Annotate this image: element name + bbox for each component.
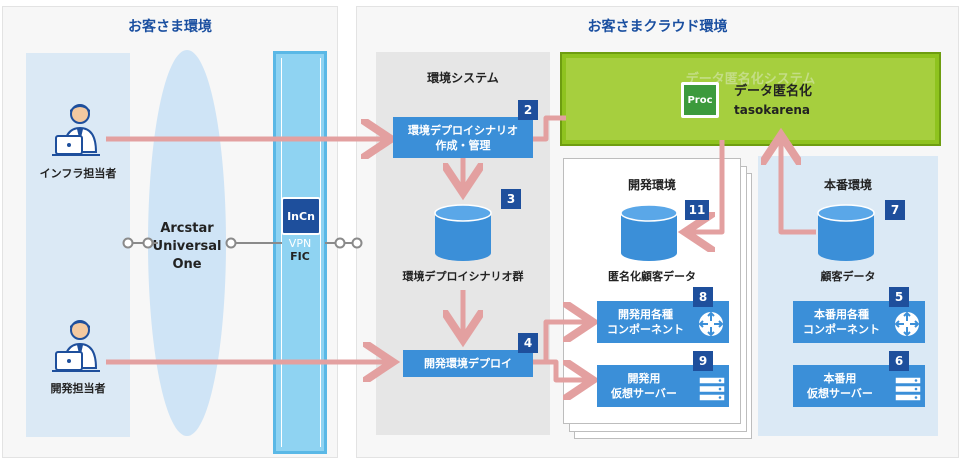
arrow-deploy-to-servers: [533, 359, 588, 380]
scenario-db-label: 環境デプロイシナリオ群: [402, 270, 524, 283]
prod-server-icon: [894, 376, 922, 402]
dev-servers-label: 開発用 仮想サーバー: [611, 372, 677, 400]
anon-db-label: 匿名化顧客データ: [608, 270, 696, 283]
fic-icon-text: InCn: [287, 209, 315, 223]
proc-icon: Proc: [681, 82, 719, 118]
network-node-2: [142, 237, 154, 249]
anon-name-label: データ匿名化: [734, 84, 813, 99]
anon-system-inner: [566, 58, 935, 140]
onprem-title: お客さま環境: [128, 19, 212, 35]
arrow-anon-to-anondb: [690, 140, 725, 232]
prod-components-label: 本番用各種 コンポーネント: [803, 308, 880, 336]
deploy-box: 開発環境デプロイ: [403, 350, 533, 377]
badge-3: 3: [501, 189, 521, 209]
network-node-4: [334, 237, 346, 249]
network-node-3: [225, 237, 237, 249]
dev-router-icon: [696, 309, 726, 339]
fic-label: FIC: [290, 250, 310, 263]
prod-servers-label: 本番用 仮想サーバー: [807, 372, 873, 400]
dev-person-icon: [50, 318, 106, 374]
arcstar-label: Arcstar Universal One: [152, 221, 222, 272]
dev-env-title: 開発環境: [627, 178, 676, 192]
create-scenario-box: 環境デプロイシナリオ 作成・管理: [393, 117, 533, 158]
anon-product-label: tasokarena: [734, 103, 810, 117]
arrow-deploy-to-components: [533, 322, 588, 365]
anon-db-icon: [619, 203, 679, 263]
dev-person-label: 開発担当者: [50, 382, 106, 395]
scenario-db-icon: [433, 203, 493, 263]
customer-db-label: 顧客データ: [820, 270, 876, 283]
cloud-title: お客さまクラウド環境: [587, 19, 728, 35]
network-node-1: [122, 237, 134, 249]
arrow-create-to-anon: [533, 115, 566, 142]
proc-icon-text: Proc: [687, 94, 713, 106]
infra-person-label: インフラ担当者: [39, 167, 117, 180]
dev-components-label: 開発用各種 コンポーネント: [607, 308, 684, 336]
badge-5: 5: [889, 287, 909, 307]
fic-icon: InCn: [281, 197, 321, 235]
prod-router-icon: [892, 309, 922, 339]
fic-inner-lines: [281, 58, 321, 447]
badge-9: 9: [693, 351, 713, 371]
badge-2: 2: [518, 100, 538, 120]
infra-person-icon: [50, 102, 106, 158]
network-node-5: [351, 237, 363, 249]
arcstar-ellipse: [148, 50, 226, 436]
badge-11: 11: [685, 200, 709, 220]
badge-8: 8: [693, 287, 713, 307]
arrow-db-to-anon: [781, 140, 816, 235]
badge-7: 7: [885, 200, 905, 220]
dev-server-icon: [698, 376, 726, 402]
badge-4: 4: [518, 333, 538, 353]
env-system-title: 環境システム: [427, 71, 499, 85]
vpn-label: VPN: [288, 237, 312, 250]
customer-db-icon: [816, 203, 876, 263]
fic-column: [273, 51, 327, 454]
prod-env-title: 本番環境: [823, 178, 872, 192]
badge-6: 6: [889, 351, 909, 371]
